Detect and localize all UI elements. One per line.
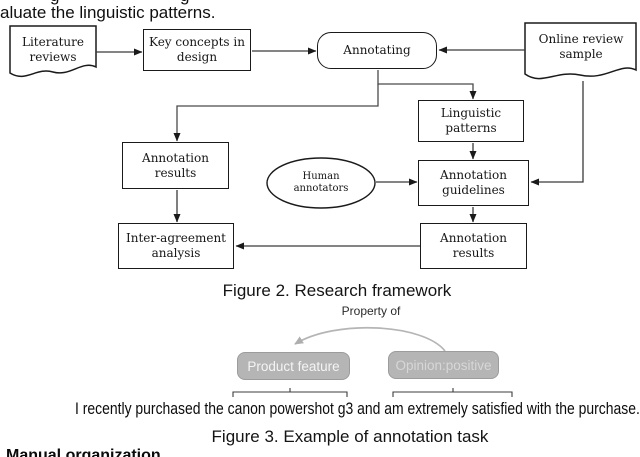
span-bracket-product-feature xyxy=(232,388,348,397)
node-inter-agreement-analysis: Inter-agreement analysis xyxy=(118,223,234,269)
arrow-annotating-to-results-left xyxy=(173,84,379,142)
span-bracket-opinion xyxy=(392,388,513,397)
clipped-text-fragment: g xyxy=(180,0,189,6)
document-shape-online-review-sample xyxy=(524,22,637,80)
ellipse-human-annotators xyxy=(266,157,376,209)
document-shape-literature-reviews xyxy=(9,25,97,78)
annotation-tag-product-feature: Product feature xyxy=(237,352,350,380)
property-of-label: Property of xyxy=(341,304,401,318)
paragraph-text: aluate the linguistic patterns. xyxy=(0,3,216,22)
figure2-caption: Figure 2. Research framework xyxy=(222,281,452,300)
clipped-text-fragment: g xyxy=(50,0,59,6)
annotation-tag-opinion-positive: Opinion:positive xyxy=(388,351,499,379)
node-human-annotators: Human annotators xyxy=(293,170,349,195)
node-annotation-guidelines: Annotation guidelines xyxy=(418,160,529,206)
node-key-concepts: Key concepts in design xyxy=(143,29,251,71)
node-annotation-results-left: Annotation results xyxy=(122,142,229,189)
node-annotating: Annotating xyxy=(317,32,437,69)
arrow-annotating-to-linguistic xyxy=(377,70,477,100)
annotated-sentence: I recently purchased the canon powershot… xyxy=(75,399,640,418)
clipped-section-heading: Manual organization xyxy=(6,447,161,457)
arrow-onlinereview-to-guidelines xyxy=(530,81,584,186)
node-online-review-sample: Online review sample xyxy=(538,32,624,61)
figure3-caption: Figure 3. Example of annotation task xyxy=(211,427,489,446)
node-annotation-results-right: Annotation results xyxy=(420,223,527,269)
node-literature-reviews: Literature reviews xyxy=(21,35,84,64)
property-of-curved-arrow xyxy=(294,326,446,352)
node-linguistic-patterns: Linguistic patterns xyxy=(418,100,524,142)
